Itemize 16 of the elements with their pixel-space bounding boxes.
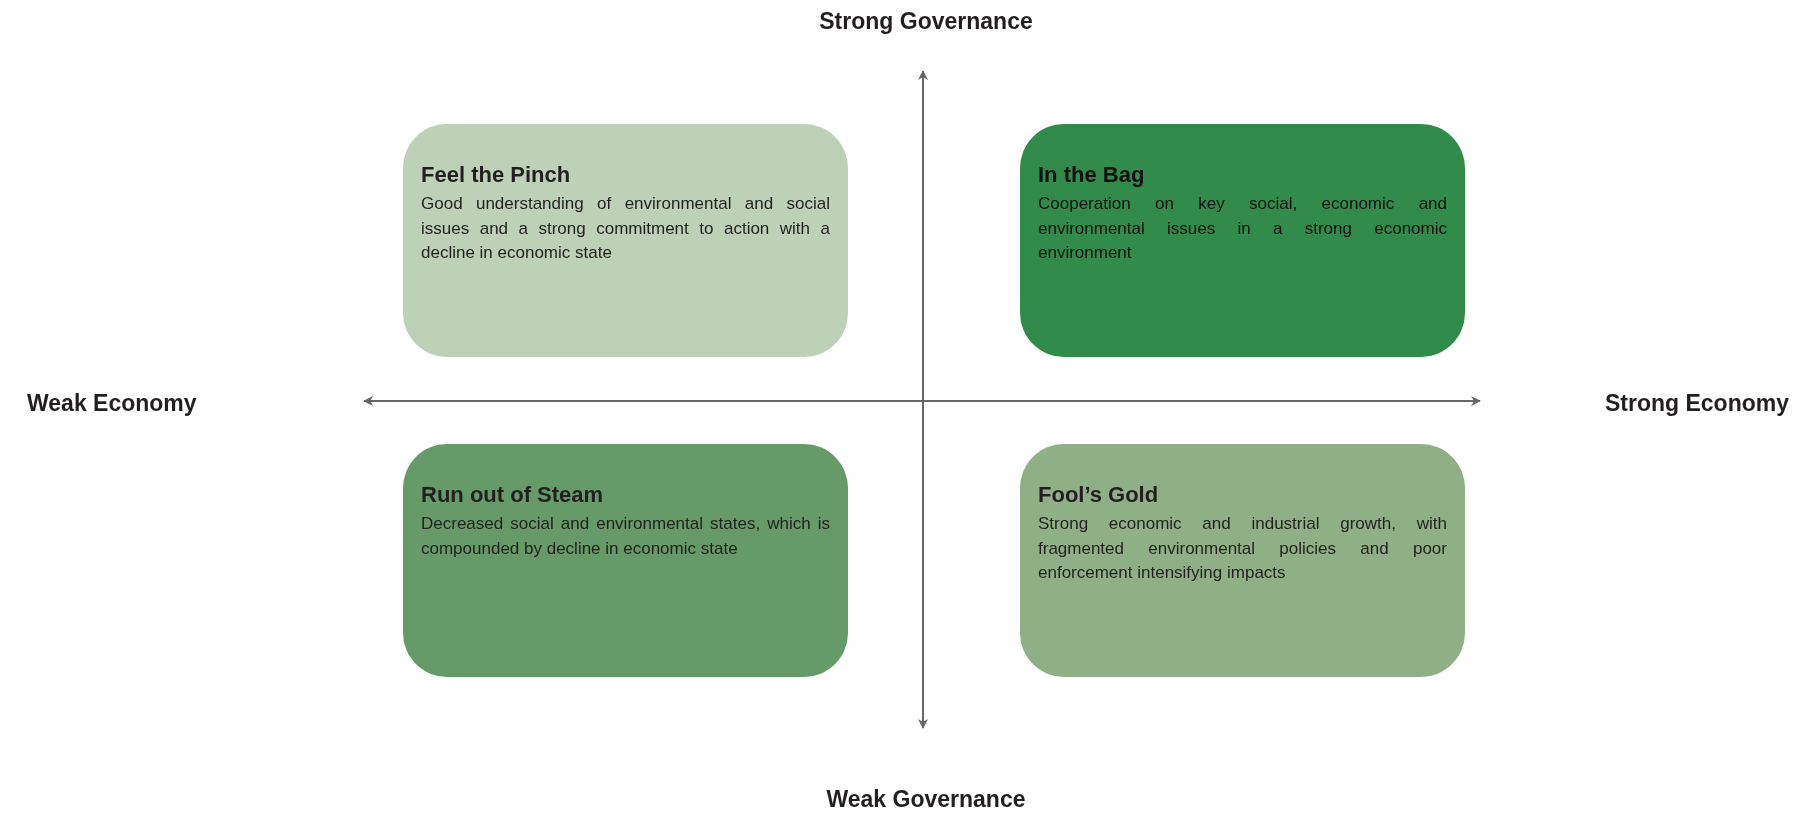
quadrant-card <box>403 444 848 677</box>
axis-label: Weak Governance <box>826 786 1026 813</box>
quadrant-card <box>403 124 848 357</box>
quadrant-description: Good understanding of environmental and social issues and a strong commitment to action with a decline in economic state <box>421 193 830 265</box>
quadrant-title: Feel the Pinch <box>421 162 572 188</box>
quadrant-card <box>1020 444 1465 677</box>
quadrant-title: Fool’s Gold <box>1038 482 1160 508</box>
quadrant-title: In the Bag <box>1038 162 1146 188</box>
axis-label: Strong Governance <box>819 8 1033 35</box>
quadrant-description: Cooperation on key social, economic and environmental issues in a strong economic environment <box>1038 193 1447 265</box>
quadrant-description: Decreased social and environmental states, which is compounded by decline in economic state <box>421 513 830 560</box>
quadrant-card <box>1020 124 1465 357</box>
axis-label: Weak Economy <box>27 390 197 417</box>
quadrant-description: Strong economic and industrial growth, with fragmented environmental policies and poor enforcement intensifying impacts <box>1038 513 1447 585</box>
quadrant-title: Run out of Steam <box>421 482 605 508</box>
axis-label: Strong Economy <box>1605 390 1789 417</box>
